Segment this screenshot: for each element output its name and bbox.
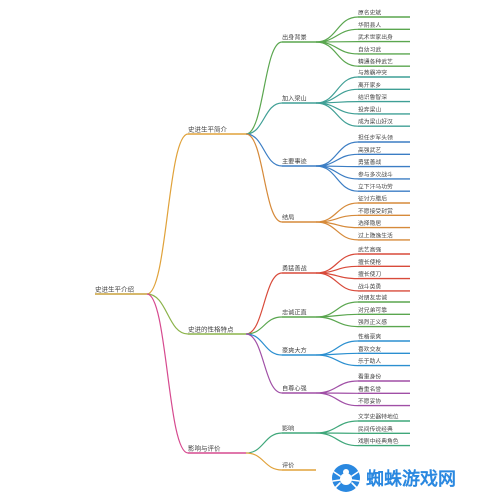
- branch-topic-link: [245, 102, 283, 135]
- branch-topic-link: [245, 333, 283, 394]
- branch-node[interactable]: 史进生平简介: [188, 125, 228, 134]
- topic-leaf-link: [315, 88, 359, 104]
- node-labels: 史进生平介绍 史进生平简介 出身背景 原名史斌华阴县人武术世家出身自幼习武精通各种武艺…: [95, 9, 410, 471]
- topic-leaf-link: [315, 102, 359, 127]
- branch-topic-link: [245, 272, 283, 335]
- branch-node[interactable]: 史进的性格特点: [188, 325, 234, 334]
- leaf-node[interactable]: 结识鲁智深: [358, 93, 387, 101]
- topic-node[interactable]: 主要事迹: [282, 158, 307, 166]
- root-branch-link: [146, 133, 189, 295]
- leaf-node[interactable]: 对朋友忠诚: [358, 294, 387, 302]
- leaf-node[interactable]: 性格豪爽: [358, 333, 381, 341]
- topic-leaf-link: [315, 28, 359, 43]
- branch-topic-link: [245, 41, 283, 135]
- leaf-node[interactable]: 投奔梁山: [358, 105, 381, 113]
- topic-leaf-link: [315, 165, 359, 192]
- leaf-node[interactable]: 民间传说经典: [358, 425, 393, 433]
- topic-node[interactable]: 影响: [282, 425, 294, 433]
- connector-lines: [146, 16, 359, 471]
- leaf-node[interactable]: 担任步军头领: [358, 134, 393, 142]
- leaf-node[interactable]: 喜欢交友: [358, 345, 381, 353]
- topic-leaf-link: [315, 153, 359, 167]
- leaf-node[interactable]: 与燕霸冲突: [358, 69, 387, 77]
- leaf-node[interactable]: 选择隐居: [358, 219, 381, 227]
- leaf-node[interactable]: 擅长使刀: [358, 270, 381, 278]
- topic-leaf-link: [315, 354, 359, 367]
- branch-node[interactable]: 影响与评价: [188, 444, 221, 453]
- leaf-node[interactable]: 对兄弟可靠: [358, 306, 387, 314]
- leaf-node[interactable]: 看重身份: [358, 373, 381, 381]
- topic-node[interactable]: 出身背景: [282, 34, 307, 42]
- leaf-node[interactable]: 文学史器特地位: [358, 413, 399, 421]
- root-branch-link: [146, 293, 189, 454]
- topic-leaf-link: [315, 420, 359, 434]
- branch-topic-link: [245, 133, 283, 223]
- topic-leaf-link: [315, 41, 359, 55]
- leaf-node[interactable]: 不愿接受封赏: [358, 207, 393, 215]
- leaf-node[interactable]: 过上隐逸生活: [358, 231, 393, 239]
- topic-leaf-link: [315, 102, 359, 115]
- topic-leaf-link: [315, 392, 359, 407]
- branch-topic-link: [245, 432, 283, 454]
- topic-leaf-link: [315, 432, 359, 447]
- topic-leaf-link: [315, 221, 359, 241]
- leaf-node[interactable]: 看重名誉: [358, 385, 381, 393]
- leaf-node[interactable]: 武术世家出身: [358, 33, 393, 41]
- leaf-node[interactable]: 强烈正义感: [358, 318, 387, 326]
- leaf-node[interactable]: 离开家乡: [358, 81, 381, 89]
- leaf-node[interactable]: 成为梁山好汉: [358, 118, 393, 126]
- root-branch-link: [146, 293, 189, 335]
- topic-node[interactable]: 豪爽大方: [282, 347, 307, 355]
- branch-topic-link: [245, 333, 283, 356]
- leaf-node[interactable]: 高强武艺: [358, 146, 381, 154]
- leaf-node[interactable]: 征讨方腊后: [358, 195, 387, 203]
- topic-node[interactable]: 自尊心强: [282, 385, 307, 393]
- topic-leaf-link: [315, 313, 359, 318]
- leaf-node[interactable]: 立下汗马功劳: [358, 183, 393, 191]
- spider-icon: [332, 464, 360, 492]
- topic-leaf-link: [315, 165, 359, 180]
- topic-node[interactable]: 评价: [282, 462, 294, 470]
- leaf-node[interactable]: 自幼习武: [358, 45, 381, 53]
- topic-node[interactable]: 结局: [282, 214, 294, 222]
- leaf-node[interactable]: 擅长使枪: [358, 258, 381, 266]
- topic-leaf-link: [315, 141, 359, 167]
- topic-leaf-link: [315, 41, 359, 67]
- topic-node[interactable]: 勇猛善战: [282, 265, 308, 273]
- leaf-node[interactable]: 乐于助人: [358, 357, 381, 365]
- topic-node[interactable]: 加入梁山: [282, 95, 307, 103]
- leaf-node[interactable]: 勇猛善战: [358, 158, 381, 166]
- topic-node[interactable]: 忠诚正直: [282, 309, 307, 317]
- topic-leaf-link: [315, 272, 359, 292]
- leaf-node[interactable]: 参与多次战斗: [358, 170, 393, 178]
- branch-topic-link: [245, 316, 283, 335]
- watermark-text: 蜘蛛游戏网: [366, 468, 456, 490]
- leaf-node[interactable]: 战斗英勇: [358, 282, 381, 290]
- leaf-node[interactable]: 精通各种武艺: [358, 58, 393, 66]
- watermark: 蜘蛛游戏网: [332, 464, 456, 492]
- leaf-node[interactable]: 原名史斌: [358, 9, 381, 17]
- leaf-node[interactable]: 华阴县人: [358, 21, 381, 29]
- leaf-node[interactable]: 武艺高强: [358, 246, 381, 254]
- topic-leaf-link: [315, 316, 359, 328]
- leaf-node[interactable]: 戏剧中经典角色: [358, 437, 399, 445]
- topic-leaf-link: [315, 380, 359, 394]
- leaf-node[interactable]: 不愿妥协: [358, 397, 381, 405]
- root-node[interactable]: 史进生平介绍: [95, 285, 135, 294]
- branch-topic-link: [245, 133, 283, 167]
- branch-topic-link: [245, 452, 283, 471]
